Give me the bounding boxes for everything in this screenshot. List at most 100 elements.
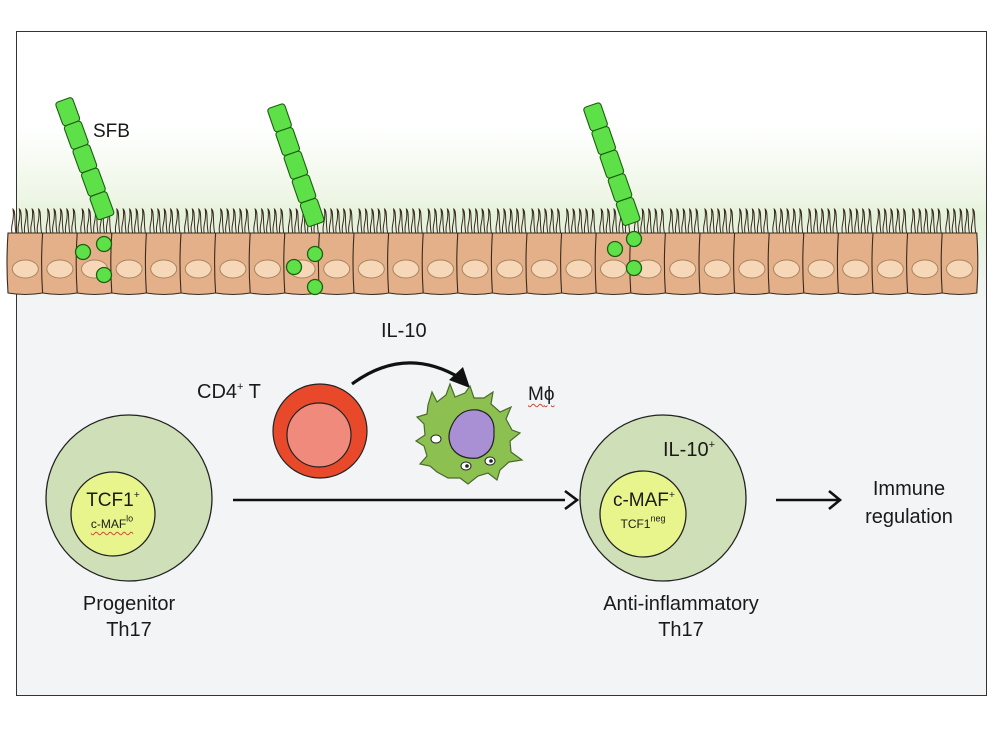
progenitor-tcf1-label: TCF1+ — [86, 490, 140, 512]
macrophage-label-text: Mϕ — [528, 384, 554, 405]
microvillus — [115, 209, 145, 233]
progenitor-th17-nucleus — [71, 472, 155, 556]
epithelial-nucleus — [428, 260, 454, 278]
macrophage — [416, 384, 522, 484]
tcf1-neg-text: TCF1 — [620, 517, 650, 531]
microvillus — [358, 209, 388, 233]
microvillus — [185, 209, 215, 233]
microvillus — [219, 209, 249, 233]
microvillus — [323, 209, 353, 233]
microvillus — [911, 209, 941, 233]
microvillus — [773, 209, 803, 233]
progenitor-caption-line1: Progenitor — [83, 593, 175, 616]
microvillus — [12, 209, 42, 233]
microvillus — [842, 209, 872, 233]
cd4-text: CD4 — [197, 381, 237, 403]
epithelial-nucleus — [808, 260, 834, 278]
cmaf-lo-text: c-MAFlo — [91, 517, 133, 531]
epithelial-nucleus — [947, 260, 973, 278]
microvillus — [150, 209, 180, 233]
sfb-label: SFB — [93, 121, 130, 143]
tcf1-text: TCF1 — [86, 490, 134, 511]
sfb-spore — [97, 268, 112, 283]
epithelial-nucleus — [601, 260, 627, 278]
cmaf-pos-text: c-MAF — [613, 490, 669, 511]
microvillus — [427, 209, 457, 233]
epithelial-nucleus — [843, 260, 869, 278]
macrophage-phi: ϕ — [544, 384, 555, 405]
microvillus — [738, 209, 768, 233]
microvillus — [46, 209, 76, 233]
cd4-tcell-label: CD4+ T — [197, 381, 261, 404]
sfb-filament — [583, 102, 641, 226]
epithelial-nucleus — [670, 260, 696, 278]
epithelial-nucleus — [566, 260, 592, 278]
microvillus — [254, 209, 284, 233]
epithelial-nucleus — [531, 260, 557, 278]
microvillus — [565, 209, 595, 233]
cmaf-positive-label: c-MAF+ — [613, 490, 675, 512]
sfb-spore — [627, 232, 642, 247]
epithelial-nucleus — [151, 260, 177, 278]
anti-inflammatory-caption-line2: Th17 — [658, 619, 704, 642]
il10-arrow — [352, 363, 460, 384]
cmaf-pos-sup: + — [669, 490, 675, 501]
sfb-spore — [97, 237, 112, 252]
epithelial-nucleus — [255, 260, 281, 278]
tcf1-neg-sup: neg — [650, 513, 665, 523]
anti-inflammatory-th17-nucleus — [600, 471, 686, 557]
microvillus — [496, 209, 526, 233]
epithelial-nucleus — [774, 260, 800, 278]
epithelial-nucleus — [324, 260, 350, 278]
cmaf-text: c-MAF — [91, 517, 126, 531]
cd4-tcell-nucleus — [287, 403, 351, 467]
epithelial-nucleus — [220, 260, 246, 278]
epithelial-nucleus — [393, 260, 419, 278]
epithelial-nucleus — [47, 260, 73, 278]
outcome-line2: regulation — [865, 506, 953, 529]
microvillus — [669, 209, 699, 233]
tcell-suffix: T — [243, 381, 260, 403]
epithelial-nucleus — [358, 260, 384, 278]
tcf1-neg-label: TCF1neg — [620, 517, 665, 531]
microvillus — [531, 209, 561, 233]
microvillus — [877, 209, 907, 233]
anti-inflammatory-caption-line1: Anti-inflammatory — [603, 593, 759, 616]
sfb-segment — [616, 197, 641, 226]
il10-label: IL-10 — [381, 320, 427, 343]
sfb-spore — [308, 247, 323, 262]
sfb-spore — [76, 245, 91, 260]
vesicle — [431, 435, 441, 443]
macrophage-label: Mϕ — [528, 384, 554, 406]
epithelial-nucleus — [462, 260, 488, 278]
tcf1-sup: + — [134, 490, 140, 501]
epithelial-nucleus — [704, 260, 730, 278]
microvillus — [704, 209, 734, 233]
epithelial-nucleus — [877, 260, 903, 278]
il10-pos-sup: + — [709, 439, 715, 451]
epithelial-nucleus — [185, 260, 211, 278]
sfb-segment — [89, 191, 114, 221]
progenitor-cmaf-label: c-MAFlo — [91, 517, 133, 531]
vesicle-dot — [465, 464, 469, 468]
il10-pos-text: IL-10 — [663, 439, 709, 461]
sfb-segment — [300, 198, 325, 227]
microvillus — [392, 209, 422, 233]
microvillus — [946, 209, 976, 233]
intestinal-epithelium — [7, 209, 978, 295]
microvillus — [807, 209, 837, 233]
differentiation-arrowhead — [565, 491, 577, 509]
macrophage-m: M — [528, 384, 544, 405]
cmaf-sup: lo — [126, 513, 133, 523]
vesicle-dot — [489, 459, 493, 463]
sfb-filament — [55, 97, 115, 221]
sfb-spore — [308, 280, 323, 295]
epithelial-nucleus — [912, 260, 938, 278]
epithelial-nucleus — [497, 260, 523, 278]
epithelial-nucleus — [739, 260, 765, 278]
sfb-spore — [287, 260, 302, 275]
sfb-spore — [627, 261, 642, 276]
il10-arrowhead — [449, 367, 470, 388]
outcome-line1: Immune — [873, 478, 945, 501]
il10-positive-label: IL-10+ — [663, 439, 715, 462]
